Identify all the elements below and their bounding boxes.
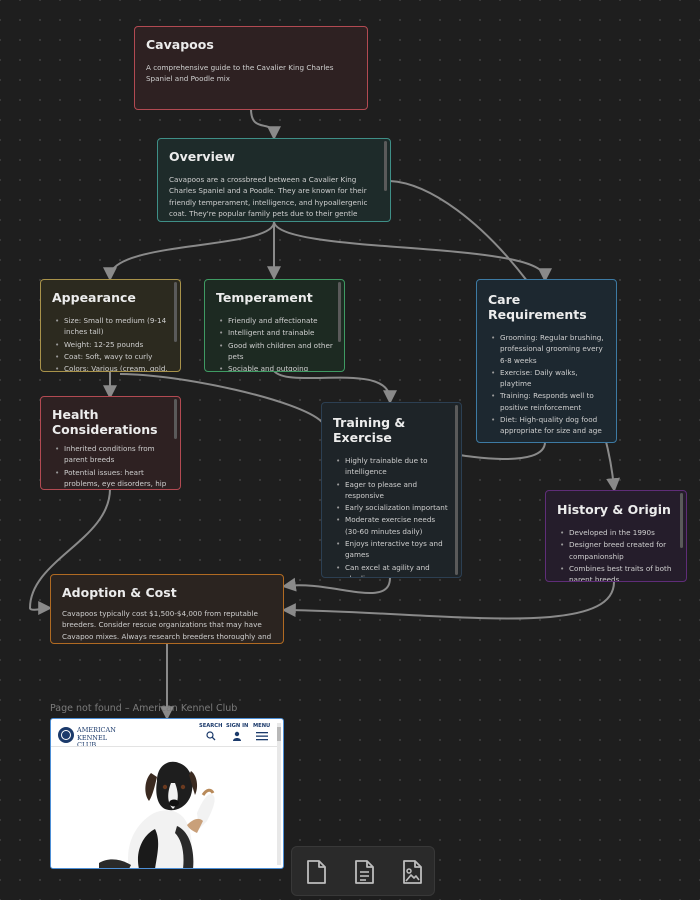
node-title: Cavapoos (146, 37, 214, 52)
file-icon (307, 860, 326, 884)
node-scrollbar[interactable] (338, 282, 341, 342)
note-icon (355, 860, 374, 884)
list-item: Early socialization important (336, 502, 451, 514)
list-item: Grooming: Regular brushing, professional… (491, 332, 606, 366)
user-icon (233, 731, 242, 741)
node-history-origin[interactable]: History & Origin Developed in the 1990s … (545, 490, 687, 582)
node-title: Health Considerations (52, 407, 158, 437)
node-cavapoos[interactable]: Cavapoos A comprehensive guide to the Ca… (134, 26, 368, 110)
web-header-divider (51, 746, 279, 747)
list-item: Exercise: Daily walks, playtime (491, 367, 606, 390)
node-training-exercise[interactable]: Training & Exercise Highly trainable due… (321, 402, 462, 578)
akc-logo-text: AMERICAN KENNEL CLUB (77, 726, 116, 749)
node-appearance[interactable]: Appearance Size: Small to medium (9-14 i… (40, 279, 181, 372)
node-title: History & Origin (557, 502, 671, 517)
edge-cavapoos-overview (250, 108, 281, 141)
list-item: Designer breed created for companionship (560, 539, 676, 562)
node-list: Size: Small to medium (9-14 inches tall)… (52, 315, 170, 371)
node-list: Grooming: Regular brushing, professional… (488, 332, 606, 437)
list-item: Sociable and outgoing (219, 363, 334, 371)
edge-training-adoption (281, 577, 391, 594)
web-nav-menu[interactable]: MENU (253, 723, 270, 743)
edge-overview-appearance (103, 221, 275, 282)
list-item: Good with children and other pets (219, 340, 334, 363)
list-item: Enjoys interactive toys and games (336, 538, 451, 561)
node-scrollbar[interactable] (680, 493, 683, 548)
node-scrollbar[interactable] (384, 141, 387, 191)
node-title: Overview (169, 149, 235, 164)
list-item: Potential issues: heart problems, eye di… (55, 467, 170, 489)
node-list: Highly trainable due to intelligence Eag… (333, 455, 451, 577)
list-item: Eager to please and responsive (336, 479, 451, 502)
node-description: Cavapoos are a crossbreed between a Cava… (169, 175, 368, 221)
node-title: Temperament (216, 290, 313, 305)
node-health-considerations[interactable]: Health Considerations Inherited conditio… (40, 396, 181, 490)
edge-history-adoption (281, 581, 615, 620)
list-item: Can excel at agility and obedience (336, 562, 451, 577)
add-media-button[interactable] (396, 856, 428, 888)
list-item: Inherited conditions from parent breeds (55, 443, 170, 466)
web-embed-frame[interactable]: AMERICAN KENNEL CLUB SEARCH SIGN IN MENU (50, 718, 284, 869)
list-item: Moderate exercise needs (30-60 minutes d… (336, 514, 451, 537)
node-title: Care Requirements (488, 292, 587, 322)
akc-logo (58, 727, 74, 743)
list-item: Friendly and affectionate (219, 315, 334, 327)
list-item: Developed in the 1990s (560, 527, 676, 539)
node-title: Training & Exercise (333, 415, 406, 445)
node-list: Friendly and affectionate Intelligent an… (216, 315, 334, 371)
edge-overview-care (273, 221, 552, 283)
web-embed-scrollbar[interactable] (277, 723, 281, 865)
node-temperament[interactable]: Temperament Friendly and affectionate In… (204, 279, 345, 372)
list-item: Training: Responds well to positive rein… (491, 390, 606, 413)
list-item: Combines best traits of both parent bree… (560, 563, 676, 581)
add-note-button[interactable] (348, 856, 380, 888)
hamburger-menu-icon (255, 732, 268, 741)
node-scrollbar[interactable] (455, 405, 458, 575)
node-care-requirements[interactable]: Care Requirements Grooming: Regular brus… (476, 279, 617, 443)
list-item: Coat: Soft, wavy to curly (55, 351, 170, 363)
list-item: Intelligent and trainable (219, 327, 334, 339)
web-nav-search[interactable]: SEARCH (199, 723, 222, 743)
canvas-toolbar (291, 846, 435, 896)
node-list: Developed in the 1990s Designer breed cr… (557, 527, 676, 581)
node-description: A comprehensive guide to the Cavalier Ki… (146, 63, 334, 84)
list-item: Diet: High-quality dog food appropriate … (491, 414, 606, 437)
edge-care-training (459, 441, 546, 460)
node-list: Inherited conditions from parent breeds … (52, 443, 170, 489)
list-item: Colors: Various (cream, gold, (55, 363, 170, 371)
web-nav-signin[interactable]: SIGN IN (226, 723, 248, 743)
node-title: Appearance (52, 290, 136, 305)
list-item: Highly trainable due to intelligence (336, 455, 451, 478)
node-overview[interactable]: Overview Cavapoos are a crossbreed betwe… (157, 138, 391, 222)
node-title: Adoption & Cost (62, 585, 177, 600)
node-scrollbar[interactable] (174, 282, 177, 342)
web-embed-label[interactable]: Page not found – American Kennel Club (50, 703, 238, 714)
add-card-button[interactable] (300, 856, 332, 888)
node-scrollbar[interactable] (174, 399, 177, 439)
dog-photo (99, 761, 215, 868)
edge-temperament-training (273, 370, 397, 405)
list-item: Weight: 12-25 pounds (55, 339, 170, 351)
list-item: Size: Small to medium (9-14 inches tall) (55, 315, 170, 338)
search-icon (206, 731, 216, 741)
node-adoption-cost[interactable]: Adoption & Cost Cavapoos typically cost … (50, 574, 284, 644)
image-file-icon (403, 860, 422, 884)
node-description: Cavapoos typically cost $1,500-$4,000 fr… (62, 609, 272, 643)
